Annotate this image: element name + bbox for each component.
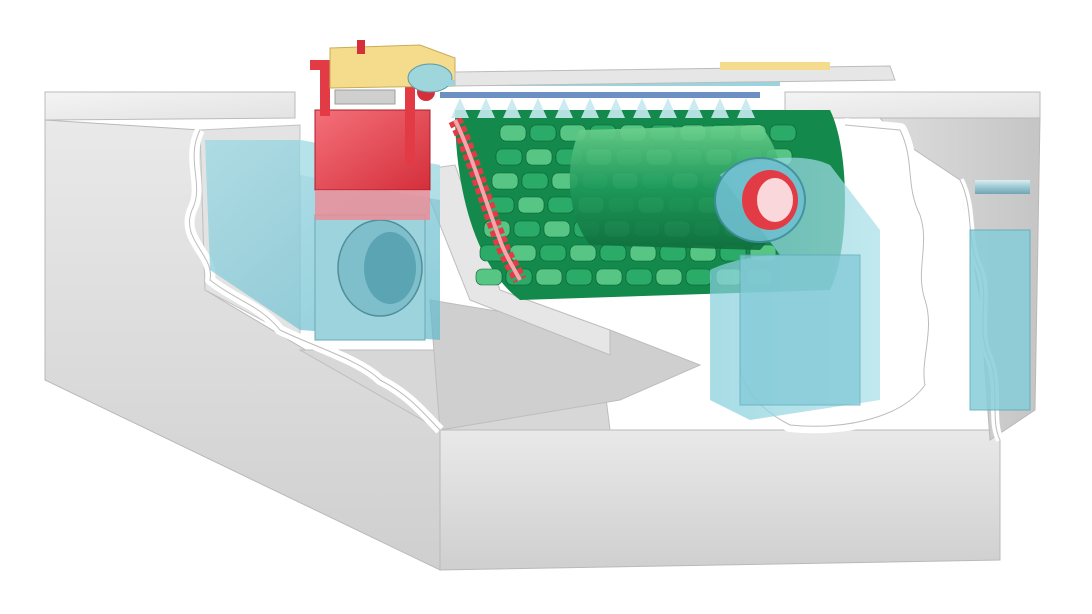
- spray-nozzle: [581, 98, 599, 118]
- spray-nozzles: [451, 98, 755, 118]
- spray-nozzle: [659, 98, 677, 118]
- filter-slat: [521, 172, 549, 190]
- filter-slat: [525, 148, 553, 166]
- filter-slat: [543, 220, 571, 238]
- effluent-tank: [969, 180, 1031, 411]
- filter-slat: [499, 124, 527, 142]
- spray-nozzle: [451, 98, 469, 118]
- spray-nozzle: [529, 98, 547, 118]
- spray-nozzle: [737, 98, 755, 118]
- filter-slat: [535, 268, 563, 286]
- drive-hood: [329, 40, 456, 93]
- filter-slat: [569, 244, 597, 262]
- spray-nozzle: [633, 98, 651, 118]
- outlet-water-channel: [710, 157, 880, 420]
- spray-nozzle: [503, 98, 521, 118]
- top-rail: [454, 62, 896, 87]
- filter-slat: [655, 268, 683, 286]
- filter-slat: [625, 268, 653, 286]
- filter-slat: [517, 196, 545, 214]
- filter-slat: [599, 244, 627, 262]
- spray-nozzle: [555, 98, 573, 118]
- filter-slat: [491, 172, 519, 190]
- filter-slat: [513, 220, 541, 238]
- filter-slat: [595, 268, 623, 286]
- filter-slat: [685, 268, 713, 286]
- filter-slat: [547, 196, 575, 214]
- filter-slat: [539, 244, 567, 262]
- filter-slat: [495, 148, 523, 166]
- spray-nozzle: [685, 98, 703, 118]
- filter-slat: [769, 124, 797, 142]
- spray-nozzle: [607, 98, 625, 118]
- filter-slat: [565, 268, 593, 286]
- red-sluice-gate: [310, 60, 435, 220]
- filter-slat: [629, 244, 657, 262]
- filter-slat: [509, 244, 537, 262]
- inlet-pipe-opening: [314, 214, 426, 341]
- filter-slat: [529, 124, 557, 142]
- spray-nozzle: [477, 98, 495, 118]
- spray-nozzle: [711, 98, 729, 118]
- filter-slat: [475, 268, 503, 286]
